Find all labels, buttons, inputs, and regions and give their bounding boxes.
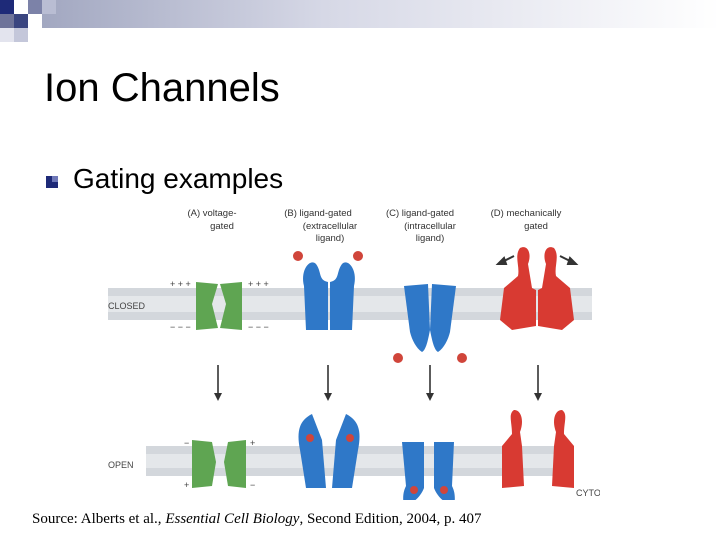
charge-plus-left: + + + [170, 279, 191, 289]
ligand-bound-icon [306, 434, 354, 442]
mechanical-channel-open [502, 410, 574, 488]
cytosol-label: CYTOSOL [576, 488, 600, 498]
panel-a-label-1: (A) voltage- [187, 208, 236, 219]
panel-c-label-2: (intracellular [404, 221, 456, 232]
bullet-text: Gating examples [73, 163, 284, 194]
slide-title: Ion Channels [44, 66, 280, 110]
closed-label: CLOSED [108, 301, 146, 311]
voltage-channel-open [192, 440, 246, 488]
panel-d-label-2: gated [524, 221, 548, 232]
charge-plus-open-top: + [250, 438, 255, 448]
panel-a-label-2: gated [210, 221, 234, 232]
ion-channel-figure: (A) voltage- gated (B) ligand-gated (ext… [108, 208, 600, 500]
source-suffix: , Second Edition, 2004, p. 407 [299, 511, 482, 527]
mechanical-channel-closed [500, 247, 574, 330]
source-citation: Source: Alberts et al., Essential Cell B… [32, 511, 482, 528]
ligand-channel-intracellular-closed [404, 284, 456, 352]
charge-minus-left: − − − [170, 322, 191, 332]
ligand-intracellular-bound-icon [410, 486, 448, 494]
panel-b-label-1: (B) ligand-gated [284, 208, 352, 219]
panel-b-label-2: (extracellular [303, 221, 357, 232]
transition-arrow-icon [214, 365, 542, 401]
ligand-channel-intracellular-open [402, 442, 455, 500]
panel-b-label-3: ligand) [316, 233, 345, 244]
source-prefix: Source: Alberts et al., [32, 511, 166, 527]
ligand-channel-extracellular-open [298, 414, 360, 488]
open-label: OPEN [108, 460, 134, 470]
charge-plus-open-bottom: + [184, 480, 189, 490]
voltage-channel-closed [196, 282, 242, 330]
panel-c-label-1: (C) ligand-gated [386, 208, 454, 219]
pull-arrow-icon [495, 255, 579, 265]
membrane-open [146, 446, 574, 476]
square-bullet-icon [46, 176, 58, 188]
source-book-title: Essential Cell Biology [165, 511, 300, 527]
ligand-intracellular-dot-icon [393, 353, 467, 363]
panel-c-label-3: ligand) [416, 233, 445, 244]
charge-minus-right: − − − [248, 322, 269, 332]
header-banner [0, 0, 720, 48]
charge-minus-open-bottom: − [250, 480, 255, 490]
charge-plus-right: + + + [248, 279, 269, 289]
ligand-channel-extracellular-closed [303, 262, 355, 330]
ligand-dot-icon [293, 251, 363, 261]
charge-minus-open-top: − [184, 438, 189, 448]
panel-d-label-1: (D) mechanically [491, 208, 562, 219]
